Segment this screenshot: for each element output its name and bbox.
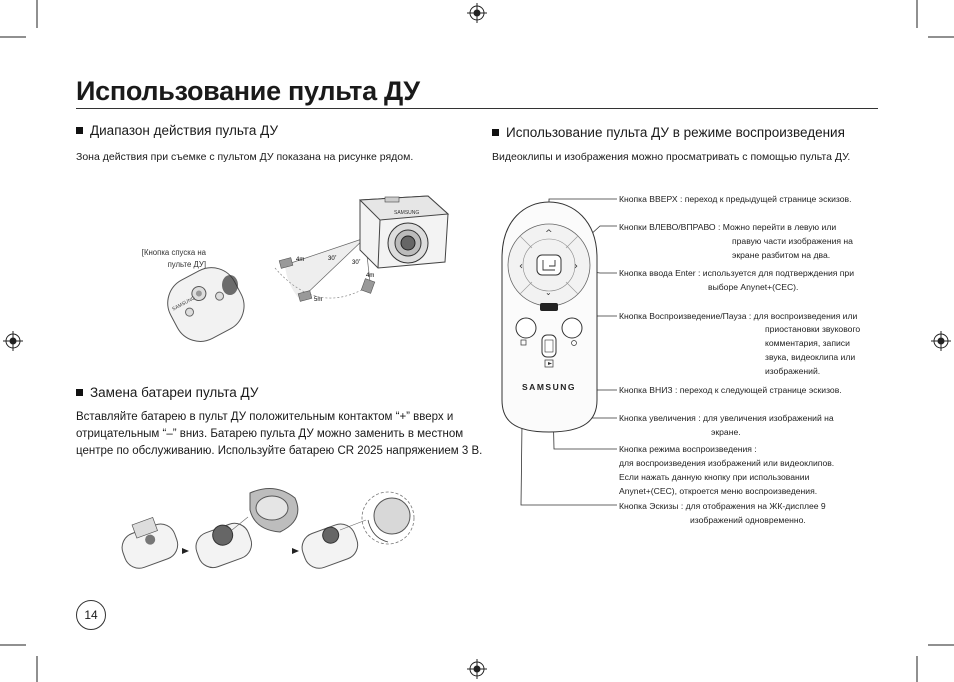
- annotation-up: Кнопка ВВЕРХ : переход к предыдущей стра…: [619, 194, 852, 204]
- distance-label: 4m: [366, 273, 374, 279]
- annotation-zoom: Кнопка увеличения : для увеличения изобр…: [619, 413, 834, 423]
- page-title: Использование пульта ДУ: [76, 76, 420, 106]
- playback-heading: Использование пульта ДУ в режиме воспрои…: [492, 125, 845, 140]
- distance-label: 4m: [296, 257, 304, 263]
- battery-step-3: [301, 523, 359, 569]
- annotation-playback-mode-cont: для воспроизведения изображений или виде…: [619, 458, 835, 468]
- bullet-square-icon: [492, 129, 499, 136]
- camera-drawing: [358, 195, 450, 269]
- annotation-thumbnails: Кнопка Эскизы : для отображения на ЖК-ди…: [619, 501, 826, 511]
- title-rule: [76, 108, 878, 109]
- camera-brand: SAMSUNG: [394, 210, 419, 216]
- right-arrow-icon: ›: [574, 261, 578, 272]
- bullet-square-icon: [76, 127, 83, 134]
- page-number: 14: [76, 600, 106, 630]
- range-text: Зона действия при съемке с пультом ДУ по…: [76, 151, 414, 163]
- annotation-thumbnails-cont: изображений одновременно.: [690, 515, 806, 525]
- annotation-play-pause-cont: звука, видеоклипа или: [765, 352, 856, 362]
- play-pause-badge: [540, 303, 558, 311]
- battery-text: Вставляйте батарею в пульт ДУ положитель…: [76, 411, 483, 457]
- annotation-play-pause-cont: приостановки звукового: [765, 324, 861, 334]
- annotation-playback-mode-cont: Anynet+(CEC), откроется меню воспроизвед…: [619, 486, 818, 496]
- enter-icon: [542, 260, 556, 271]
- remote-brand: SAMSUNG: [522, 382, 576, 392]
- annotation-play-pause: Кнопка Воспроизведение/Пауза : для воспр…: [619, 311, 858, 321]
- annotation-left-right-cont: экране разбитом на два.: [732, 250, 831, 260]
- arrow-right-icon: [292, 548, 299, 554]
- battery-step-2: [195, 522, 253, 569]
- distance-label: 5m: [314, 297, 322, 303]
- registration-mark-right: [931, 331, 951, 351]
- registration-mark-top: [467, 3, 487, 23]
- battery-heading: Замена батареи пульта ДУ: [76, 385, 258, 400]
- annotation-playback-mode: Кнопка режима воспроизведения :: [619, 444, 757, 454]
- down-arrow-icon: ⌄: [545, 288, 552, 297]
- playback-text: Видеоклипы и изображения можно просматри…: [492, 151, 851, 163]
- angle-label: 30˚: [328, 255, 337, 262]
- thumbnail-icon: [520, 339, 527, 346]
- battery-step-1: [121, 516, 179, 569]
- registration-mark-bottom: [467, 659, 487, 679]
- left-arrow-icon: ‹: [519, 261, 523, 272]
- arrow-right-icon: [182, 548, 189, 554]
- bullet-square-icon: [76, 389, 83, 396]
- annotation-play-pause-cont: комментария, записи: [765, 338, 850, 348]
- annotation-playback-mode-cont: Если нажать данную кнопку при использова…: [619, 472, 810, 482]
- annotation-enter-cont: выборе Anynet+(CEC).: [708, 282, 799, 292]
- annotation-left-right-cont: правую части изображения на: [732, 236, 853, 246]
- registration-mark-left: [3, 331, 23, 351]
- zoom-icon: [571, 340, 577, 346]
- annotation-left-right: Кнопки ВЛЕВО/ВПРАВО : Можно перейти в ле…: [619, 222, 837, 232]
- annotation-enter: Кнопка ввода Enter : используется для по…: [619, 268, 855, 278]
- up-arrow-icon: ^: [545, 229, 553, 239]
- shutter-label: [Кнопка спуска на пульте ДУ]: [141, 248, 206, 269]
- playback-icon: [544, 359, 554, 368]
- annotation-zoom-cont: экране.: [711, 427, 741, 437]
- annotation-play-pause-cont: изображений.: [765, 366, 821, 376]
- annotation-down: Кнопка ВНИЗ : переход к следующей страни…: [619, 385, 842, 395]
- angle-label: 30˚: [352, 259, 361, 266]
- range-heading: Диапазон действия пульта ДУ: [76, 123, 278, 138]
